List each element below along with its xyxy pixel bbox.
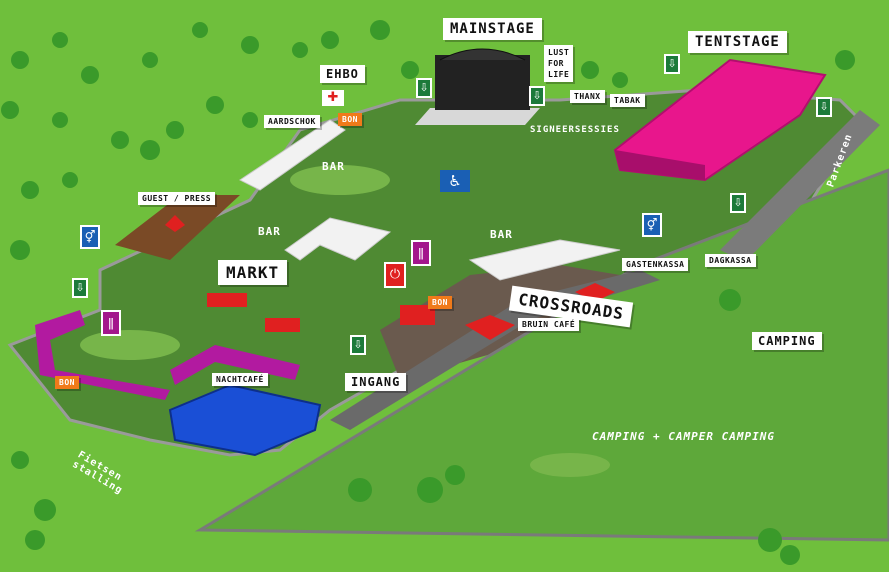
white-tents xyxy=(239,119,346,191)
exit-sign-icon: ⇩ xyxy=(72,278,88,298)
markt-label: MARKT xyxy=(218,260,288,285)
grass-patch xyxy=(80,330,180,360)
lust-for-life-label: LUST FOR LIFE xyxy=(544,45,574,82)
dagkassa-label: DAGKASSA xyxy=(705,254,756,267)
exit-sign-icon: ⇩ xyxy=(816,97,832,117)
camping-camper-label: CAMPING + CAMPER CAMPING xyxy=(592,430,775,443)
white-tents-bar xyxy=(284,217,392,261)
exit-sign-icon: ⇩ xyxy=(416,78,432,98)
guest-press-label: GUEST / PRESS xyxy=(138,192,216,205)
thanx-label: THANX xyxy=(570,90,605,103)
market-stall xyxy=(400,305,435,325)
road xyxy=(330,270,660,430)
exit-sign-icon: ⇩ xyxy=(350,335,366,355)
mainstage-stage xyxy=(415,108,540,125)
food-icon: ǁ xyxy=(411,240,431,266)
toilet-icon: ⚥ xyxy=(642,213,662,237)
grass-patch xyxy=(530,453,610,477)
market-stall xyxy=(265,318,300,332)
ehbo-label: EHBO xyxy=(320,65,365,83)
wheelchair-icon: ♿ xyxy=(440,170,470,192)
crossroads-star xyxy=(575,283,615,302)
mainstage xyxy=(435,55,530,110)
tabak-label: TABAK xyxy=(610,94,645,107)
red-star xyxy=(165,215,185,232)
bon-label: BON xyxy=(428,296,452,309)
aardschok-label: AARDSCHOK xyxy=(264,115,320,128)
exit-sign-icon: ⇩ xyxy=(730,193,746,213)
exit-sign-icon: ⇩ xyxy=(529,86,545,106)
bruin-cafe-label: BRUIN CAFÉ xyxy=(518,318,580,331)
bar-label: BAR xyxy=(322,160,345,173)
bar-label: BAR xyxy=(258,225,281,238)
ingang-label: INGANG xyxy=(345,373,407,391)
signeersessies-label: SIGNEERSESSIES xyxy=(530,125,620,135)
trees xyxy=(1,20,855,565)
bon-label: BON xyxy=(338,113,362,126)
camping-label: CAMPING xyxy=(752,332,822,350)
parking-road xyxy=(720,110,880,262)
bar-label: BAR xyxy=(490,228,513,241)
food-icon: ǁ xyxy=(101,310,121,336)
white-tents-crossroads xyxy=(468,239,621,281)
purple-stalls xyxy=(170,345,300,385)
power-plug-icon: ⏻ xyxy=(384,262,406,288)
gastenkassa-label: GASTENKASSA xyxy=(622,258,689,271)
nachtcafe-label: NACHTCAFÉ xyxy=(212,373,268,386)
toilet-icon: ⚥ xyxy=(80,225,100,249)
bon-label: BON xyxy=(55,376,79,389)
market-stall xyxy=(207,293,247,307)
tentstage-label: TENTSTAGE xyxy=(688,31,787,53)
exit-sign-icon: ⇩ xyxy=(664,54,680,74)
red-cross-icon: ✚ xyxy=(322,90,344,106)
crossroads-star xyxy=(465,315,515,340)
grass-patch xyxy=(290,165,390,195)
mainstage-label: MAINSTAGE xyxy=(443,18,542,40)
